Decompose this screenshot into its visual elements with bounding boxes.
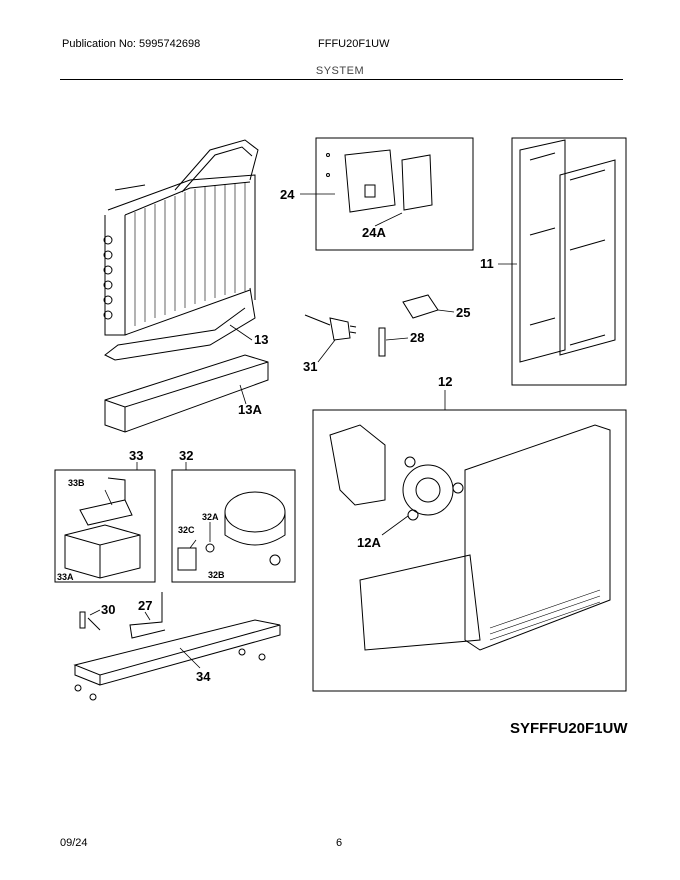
header-rule [60,79,623,80]
part-label-13: 13 [254,332,268,347]
page-number: 6 [336,837,343,849]
part-25-drawing [402,294,439,319]
part-label-30: 30 [101,602,115,617]
defrost-heater-drawing [104,287,256,361]
part-label-11: 11 [480,256,494,271]
diagram-code: SYFFFU20F1UW [510,720,628,737]
compressor-drawing [177,491,286,571]
part-label-24: 24 [280,187,295,202]
part-label-31: 31 [303,359,317,374]
part-27-drawing [129,592,166,639]
drain-trough-drawing [104,354,269,433]
box-33 [54,469,156,583]
footer-date: 09/24 [60,837,88,849]
base-rail-drawing [73,619,281,701]
publication-number: Publication No: 5995742698 [62,38,201,50]
condenser-drawing [64,477,141,579]
power-cord-drawing [304,314,357,341]
part-label-12: 12 [438,374,452,389]
part-label-27: 27 [138,598,152,613]
part-label-33: 33 [129,448,143,463]
box-12 [312,409,627,692]
control-board-drawing [326,149,433,213]
part-label-28: 28 [410,330,424,345]
part-label-32c: 32C [178,525,195,535]
leader-lines [89,193,517,669]
part-label-32a: 32A [202,512,219,522]
part-label-33b: 33B [68,478,85,488]
part-label-32b: 32B [208,570,225,580]
part-label-12a: 12A [357,535,381,550]
part-label-33a: 33A [57,572,74,582]
fan-assembly-drawing [329,424,611,651]
evaporator-drawing [103,139,259,336]
part-label-32: 32 [179,448,193,463]
part-label-25: 25 [456,305,470,320]
insulation-panels-drawing [519,139,616,363]
model-number: FFFU20F1UW [318,38,390,50]
part-label-13a: 13A [238,402,262,417]
section-title: SYSTEM [315,65,365,77]
box-11 [511,137,627,386]
part-label-34: 34 [196,669,211,684]
part-label-24a: 24A [362,225,386,240]
part-28-drawing [378,327,386,357]
box-32 [171,469,296,583]
part-30-drawing [79,611,101,631]
